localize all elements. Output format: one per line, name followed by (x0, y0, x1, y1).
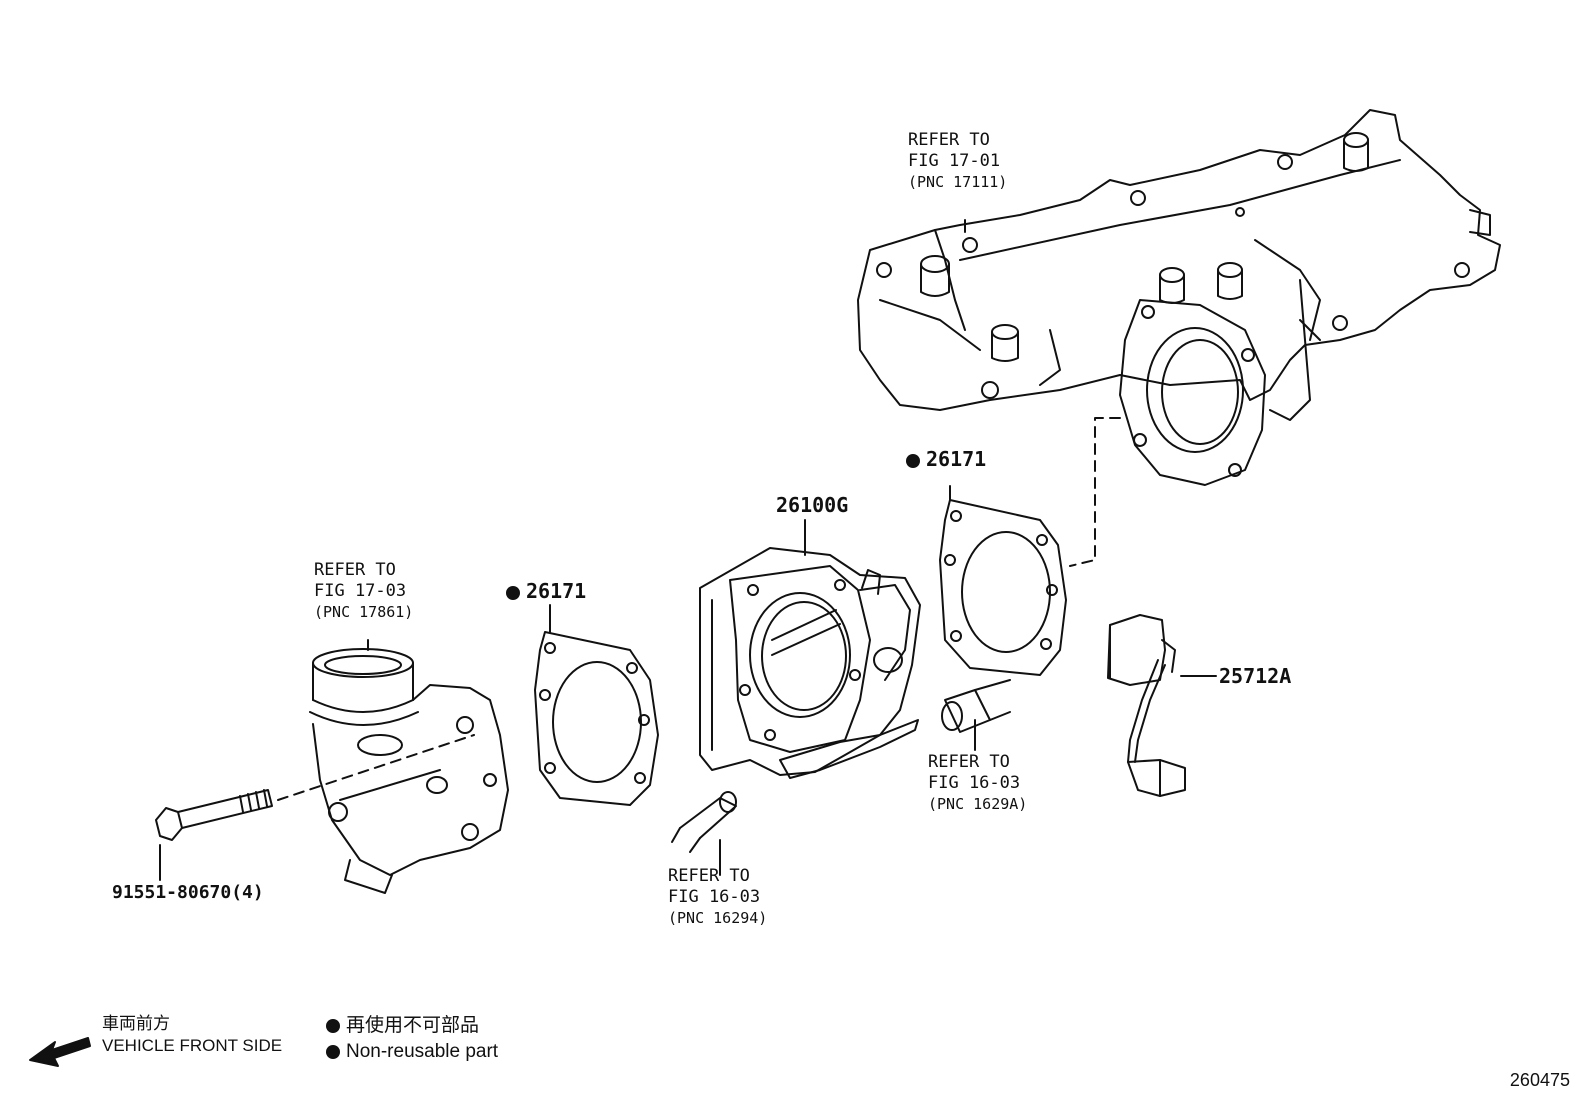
wire-harness-drawing (1108, 615, 1185, 796)
hose-right-drawing (942, 680, 1010, 732)
part-label-throttle-body: 26100G (776, 493, 849, 517)
ref-line: REFER TO (668, 866, 750, 886)
legend-nonreuse-en: Non-reusable part (346, 1041, 499, 1062)
non-reusable-dot-icon (906, 453, 920, 468)
vehicle-front-arrow-icon (30, 1038, 90, 1066)
ref-line: FIG 17-03 (314, 581, 407, 601)
ref-line: FIG 16-03 (668, 887, 761, 907)
ref-line: FIG 17-01 (908, 151, 1001, 171)
part-label-bolt: 91551-80670(4) (112, 882, 264, 903)
hose-lower-drawing (672, 792, 736, 852)
gasket-left-drawing (535, 632, 658, 805)
ref-hose-lower: REFER TO FIG 16-03 (PNC 16294) (668, 866, 767, 929)
legend-nonreuse-jp: 再使用不可部品 (346, 1014, 480, 1036)
legend-dot-icon (326, 1018, 340, 1033)
ref-line: REFER TO (314, 560, 396, 580)
ref-air-inlet: REFER TO FIG 17-03 (PNC 17861) (314, 560, 413, 623)
ref-pnc: (PNC 16294) (668, 909, 768, 927)
air-inlet-drawing (310, 649, 508, 893)
legend-front-en: VEHICLE FRONT SIDE (102, 1036, 283, 1055)
throttle-body-drawing (700, 548, 920, 778)
ref-manifold: REFER TO FIG 17-01 (PNC 17111) (908, 130, 1007, 193)
non-reusable-dot-icon (506, 585, 520, 600)
intake-manifold-drawing (858, 110, 1500, 485)
bolt-drawing (156, 790, 272, 840)
ref-pnc: (PNC 17861) (314, 603, 414, 621)
figure-number: 260475 (1509, 1070, 1570, 1090)
ref-pnc: (PNC 1629A) (928, 795, 1028, 813)
ref-line: FIG 16-03 (928, 773, 1021, 793)
part-label-gasket-right: 26171 (906, 448, 986, 470)
legend-front-jp: 車両前方 (102, 1014, 170, 1034)
ref-pnc: (PNC 17111) (908, 173, 1008, 191)
legend-vehicle-front: 車両前方 VEHICLE FRONT SIDE (102, 1014, 282, 1056)
ref-line: REFER TO (928, 752, 1010, 772)
part-label-wire-harness: 25712A (1219, 664, 1292, 688)
legend-non-reusable: 再使用不可部品 Non-reusable part (326, 1012, 498, 1065)
legend-dot-icon (326, 1044, 340, 1059)
leader-lines (160, 220, 1216, 880)
ref-hose-right: REFER TO FIG 16-03 (PNC 1629A) (928, 752, 1027, 815)
ref-line: REFER TO (908, 130, 990, 150)
gasket-right-drawing (940, 500, 1066, 675)
part-label-gasket-left: 26171 (506, 580, 586, 602)
